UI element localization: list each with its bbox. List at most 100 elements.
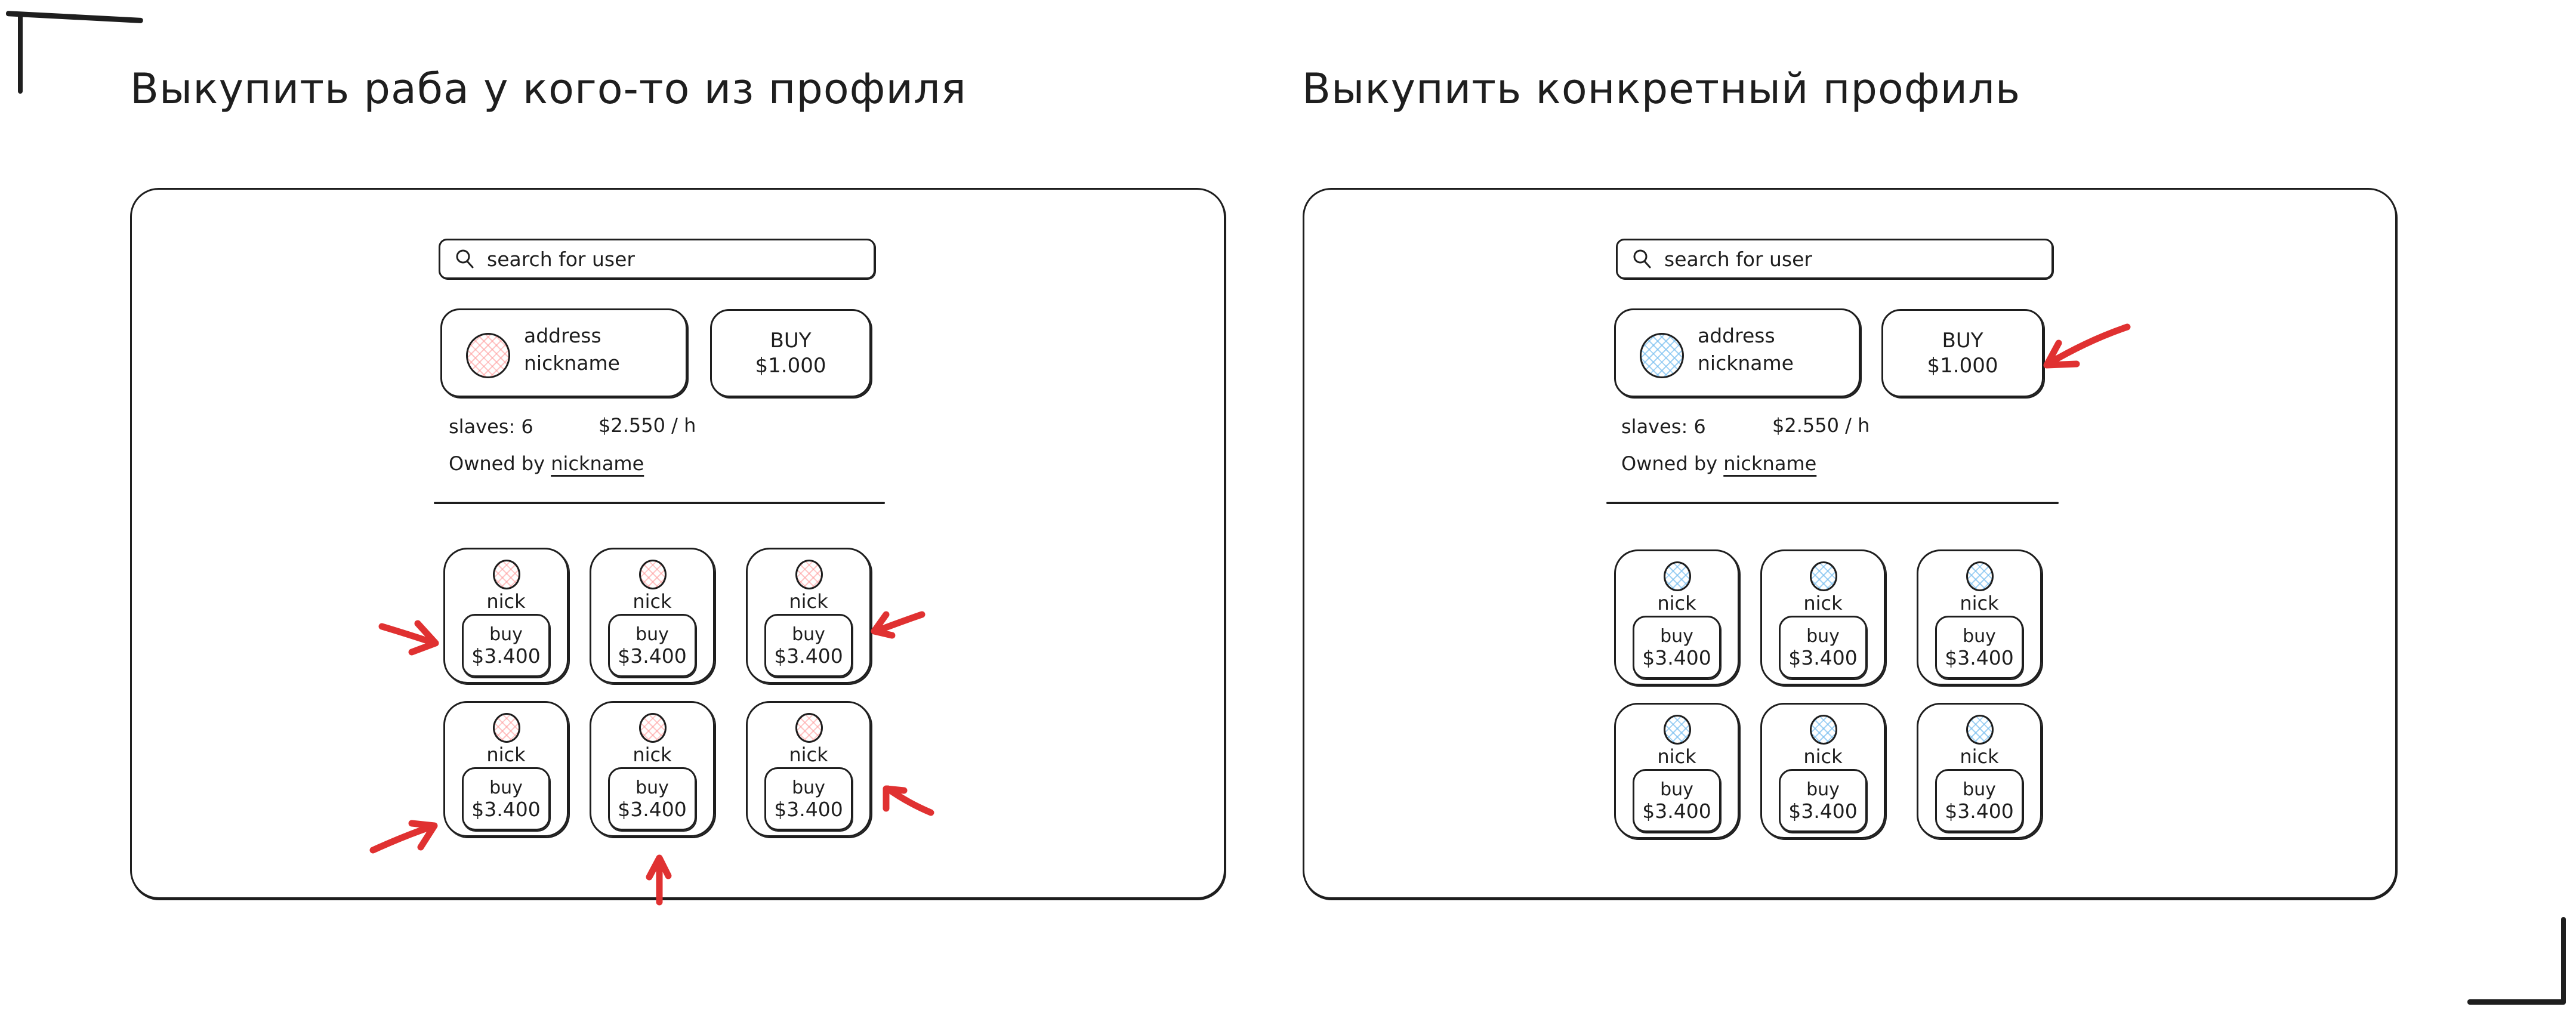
search-input-right[interactable]: search for user	[1616, 239, 2053, 279]
frame-corner-top-left-vertical	[18, 13, 23, 94]
buy-slave-button[interactable]: buy$3.400	[1779, 616, 1867, 679]
frame-corner-bottom-right-vertical	[2561, 917, 2566, 1003]
buy-label: buy	[1660, 626, 1693, 647]
slaves-count: slaves: 6	[1621, 415, 1706, 438]
buy-price: $3.400	[1642, 799, 1711, 823]
buy-profile-button-right[interactable]: BUY $1.000	[1881, 309, 2044, 397]
divider	[434, 502, 885, 504]
avatar	[1664, 561, 1691, 591]
buy-price: $3.400	[774, 798, 843, 821]
slave-card: nick buy$3.400	[1760, 703, 1886, 839]
slave-nick: nick	[633, 743, 672, 766]
owner-link[interactable]: nickname	[551, 452, 644, 475]
profile-card-right: address nickname	[1614, 308, 1861, 397]
slave-card: nick buy$3.400	[443, 701, 569, 837]
buy-label: buy	[635, 624, 669, 645]
buy-slave-button[interactable]: buy$3.400	[462, 767, 550, 830]
buy-price: $1.000	[755, 354, 826, 378]
buy-slave-button[interactable]: buy$3.400	[462, 614, 550, 677]
buy-price: $1.000	[1927, 354, 1998, 378]
buy-price: $3.400	[774, 644, 843, 668]
avatar	[466, 333, 510, 378]
avatar	[1640, 333, 1684, 378]
slave-nick: nick	[1657, 745, 1696, 768]
buy-label: buy	[792, 777, 825, 798]
avatar	[493, 713, 520, 743]
slave-nick: nick	[1960, 745, 1999, 768]
owned-prefix: Owned by	[1621, 452, 1718, 475]
slave-nick: nick	[633, 590, 672, 613]
buy-slave-button[interactable]: buy$3.400	[764, 767, 853, 830]
search-input-left[interactable]: search for user	[439, 239, 875, 279]
buy-label: buy	[1963, 779, 1996, 800]
avatar	[1966, 715, 1994, 745]
buy-price: $3.400	[1642, 646, 1711, 669]
avatar	[1810, 561, 1837, 591]
slave-nick: nick	[486, 743, 526, 766]
slave-card: nick buy$3.400	[590, 548, 715, 684]
section-title-right: Выкупить конкретный профиль	[1302, 64, 2021, 113]
slave-card: nick buy$3.400	[443, 548, 569, 684]
slave-card: nick buy$3.400	[1917, 703, 2042, 839]
slave-card: nick buy$3.400	[746, 701, 871, 837]
avatar	[1664, 715, 1691, 745]
buy-label: buy	[1660, 779, 1693, 800]
buy-slave-button[interactable]: buy$3.400	[1633, 769, 1721, 832]
buy-price: $3.400	[1788, 646, 1858, 669]
buy-slave-button[interactable]: buy$3.400	[764, 614, 853, 677]
buy-price: $3.400	[1788, 799, 1858, 823]
slave-nick: nick	[486, 590, 526, 613]
buy-price: $3.400	[618, 798, 687, 821]
owned-by: Owned by nickname	[449, 452, 644, 475]
income-rate: $2.550 / h	[1772, 414, 1870, 437]
avatar	[795, 713, 823, 743]
avatar	[493, 560, 520, 589]
owner-link[interactable]: nickname	[1723, 452, 1817, 475]
slave-card: nick buy$3.400	[746, 548, 871, 684]
buy-label: buy	[635, 777, 669, 798]
avatar	[795, 560, 823, 589]
buy-slave-button[interactable]: buy$3.400	[1935, 769, 2023, 832]
buy-price: $3.400	[1945, 646, 2014, 669]
slave-nick: nick	[1657, 592, 1696, 615]
avatar	[1810, 715, 1837, 745]
buy-slave-button[interactable]: buy$3.400	[608, 767, 696, 830]
owned-by: Owned by nickname	[1621, 452, 1816, 475]
buy-label: buy	[1963, 626, 1996, 647]
slave-card: nick buy$3.400	[1917, 549, 2042, 685]
search-placeholder: search for user	[487, 247, 635, 271]
panel-right	[1303, 188, 2397, 899]
search-placeholder: search for user	[1664, 247, 1812, 271]
buy-slave-button[interactable]: buy$3.400	[1633, 616, 1721, 679]
slave-nick: nick	[1960, 592, 1999, 615]
buy-slave-button[interactable]: buy$3.400	[1935, 616, 2023, 679]
slave-card: nick buy$3.400	[1760, 549, 1886, 685]
slave-card: nick buy$3.400	[1614, 703, 1739, 839]
buy-slave-button[interactable]: buy$3.400	[1779, 769, 1867, 832]
slave-nick: nick	[789, 743, 828, 766]
panel-left	[130, 188, 1226, 899]
buy-label: buy	[489, 624, 523, 645]
income-rate: $2.550 / h	[599, 414, 696, 437]
slave-card: nick buy$3.400	[590, 701, 715, 837]
buy-label: buy	[1806, 626, 1840, 647]
buy-label: buy	[1806, 779, 1840, 800]
buy-price: $3.400	[471, 798, 541, 821]
profile-nickname: nickname	[1698, 351, 1794, 375]
buy-slave-button[interactable]: buy$3.400	[608, 614, 696, 677]
search-icon	[454, 247, 477, 271]
slave-nick: nick	[1803, 745, 1843, 768]
profile-card-left: address nickname	[440, 308, 687, 397]
slaves-count: slaves: 6	[449, 415, 533, 438]
profile-address: address	[1698, 324, 1775, 347]
avatar	[639, 560, 667, 589]
buy-profile-button-left[interactable]: BUY $1.000	[710, 309, 871, 397]
frame-corner-bottom-right-horizontal	[2467, 999, 2566, 1005]
profile-nickname: nickname	[524, 351, 620, 375]
avatar	[639, 713, 667, 743]
slave-card: nick buy$3.400	[1614, 549, 1739, 685]
buy-label: buy	[489, 777, 523, 798]
slave-nick: nick	[1803, 592, 1843, 615]
buy-label: buy	[792, 624, 825, 645]
